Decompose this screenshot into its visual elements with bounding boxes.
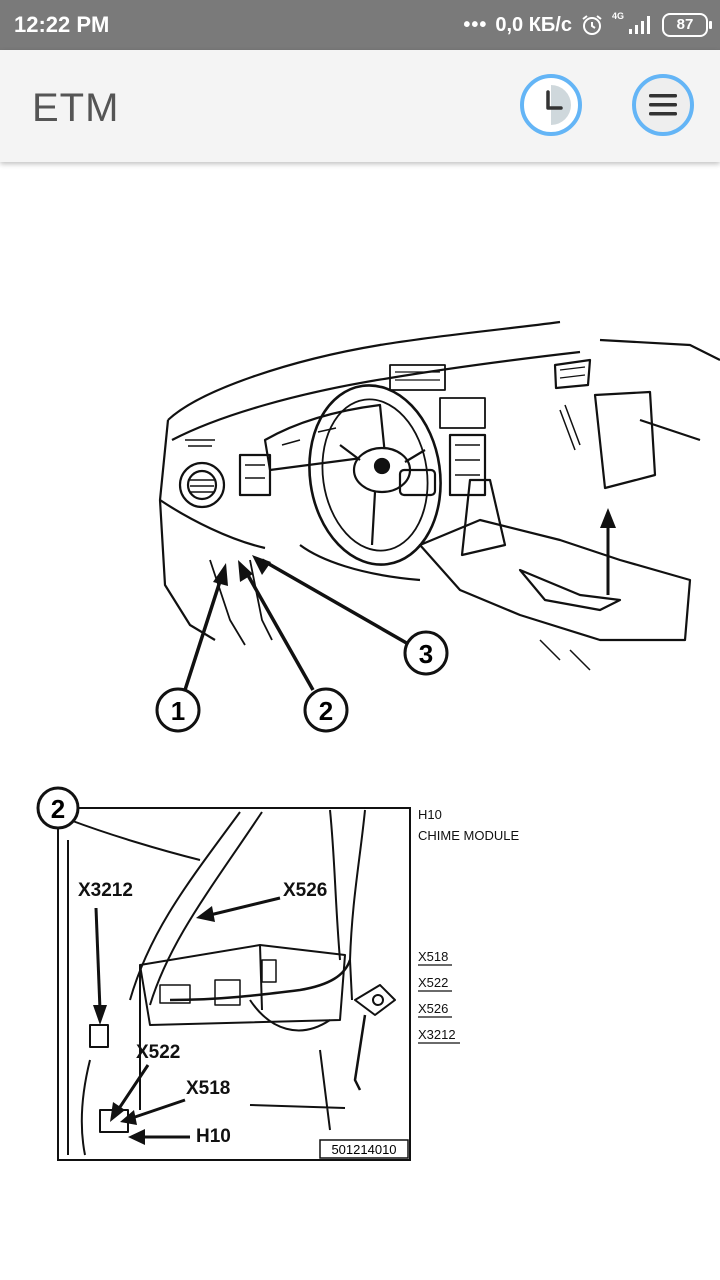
callout-2-label: 2 xyxy=(319,696,333,726)
network-type: 4G xyxy=(611,11,624,21)
callout-3: 3 xyxy=(403,630,449,676)
status-time: 12:22 PM xyxy=(14,12,110,37)
legend-title: CHIME MODULE xyxy=(418,828,519,843)
legend-item-x518: X518 xyxy=(418,949,448,964)
detail-callout-label: 2 xyxy=(51,794,65,824)
callout-1: 1 xyxy=(155,687,201,733)
label-x3212: X3212 xyxy=(78,880,133,901)
network-speed: 0,0 КБ/с xyxy=(495,13,572,36)
label-x526: X526 xyxy=(283,880,327,901)
shifter-arrow-head xyxy=(600,508,616,528)
detail-labels: X3212 X526 X522 X518 H10 xyxy=(78,880,327,1147)
clock-icon xyxy=(531,85,571,125)
component-location-diagram: 1 2 3 xyxy=(36,320,720,1161)
callout-arrows-overview xyxy=(183,558,411,691)
battery-icon: 87 xyxy=(662,13,712,37)
signal-strength-icon xyxy=(629,16,650,34)
alarm-clock-icon xyxy=(582,15,602,35)
dashboard-illustration xyxy=(158,320,720,671)
legend-item-x3212: X3212 xyxy=(418,1027,456,1042)
detail-callout-2: 2 xyxy=(36,786,80,830)
legend-item-x522: X522 xyxy=(418,975,448,990)
detail-arrows xyxy=(94,896,281,1139)
detail-arrowheads xyxy=(93,906,215,1145)
label-h10: H10 xyxy=(196,1126,231,1147)
legend-underlines xyxy=(418,964,460,1044)
status-indicators: ••• 0,0 КБ/с 4G 87 xyxy=(463,10,712,40)
figure-number: 501214010 xyxy=(331,1142,396,1157)
wiring-diagram-view[interactable]: 1 2 3 xyxy=(0,162,720,1212)
callout-arrowheads xyxy=(213,555,271,586)
notification-dots-icon: ••• xyxy=(463,13,488,36)
callout-3-label: 3 xyxy=(419,639,433,669)
app-bar: ETM xyxy=(0,50,720,162)
hamburger-menu-icon xyxy=(649,94,677,116)
app-title: ETM xyxy=(32,86,120,130)
legend-item-x526: X526 xyxy=(418,1001,448,1016)
detail-view: 501214010 xyxy=(57,807,411,1161)
legend-code: H10 xyxy=(418,807,442,822)
history-button[interactable] xyxy=(520,74,582,136)
label-x522: X522 xyxy=(136,1042,180,1063)
component-legend: H10 CHIME MODULE X518 X522 X526 X3212 xyxy=(418,807,519,1042)
status-bar: 12:22 PM ••• 0,0 КБ/с 4G 87 xyxy=(0,0,720,50)
menu-button[interactable] xyxy=(632,74,694,136)
callout-1-label: 1 xyxy=(171,696,185,726)
label-x518: X518 xyxy=(186,1078,230,1099)
callout-2: 2 xyxy=(303,687,349,733)
